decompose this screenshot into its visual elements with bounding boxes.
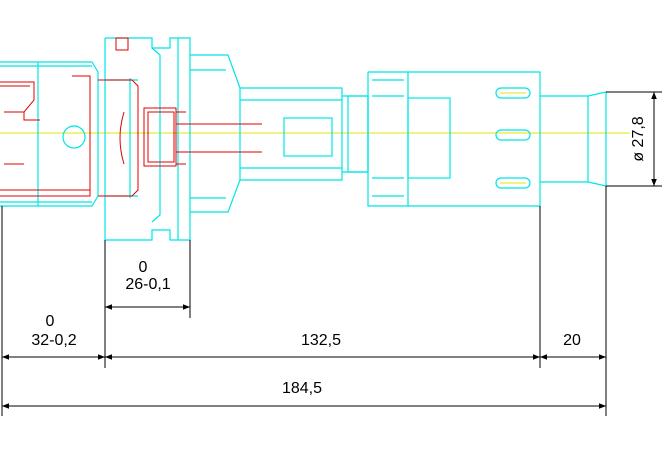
dimension-labels: 0 26-0,1 0 32-0,2 132,5 20 184,5 ø 27,8 [31,116,647,397]
taper-length-label: 32-0,2 [31,332,76,349]
middle-length-label: 132,5 [301,332,341,349]
taper-tolerance-upper: 0 [46,313,55,330]
end-length-label: 20 [563,332,581,349]
diameter-label: ø 27,8 [630,116,647,161]
flange-tolerance-upper: 0 [139,259,148,276]
slot-accents [500,92,526,184]
tool-holder-outline [0,37,607,241]
dimension-lines [1,91,662,416]
total-length-label: 184,5 [282,380,322,397]
internal-detail [0,37,262,197]
flange-length-label: 26-0,1 [125,276,170,293]
